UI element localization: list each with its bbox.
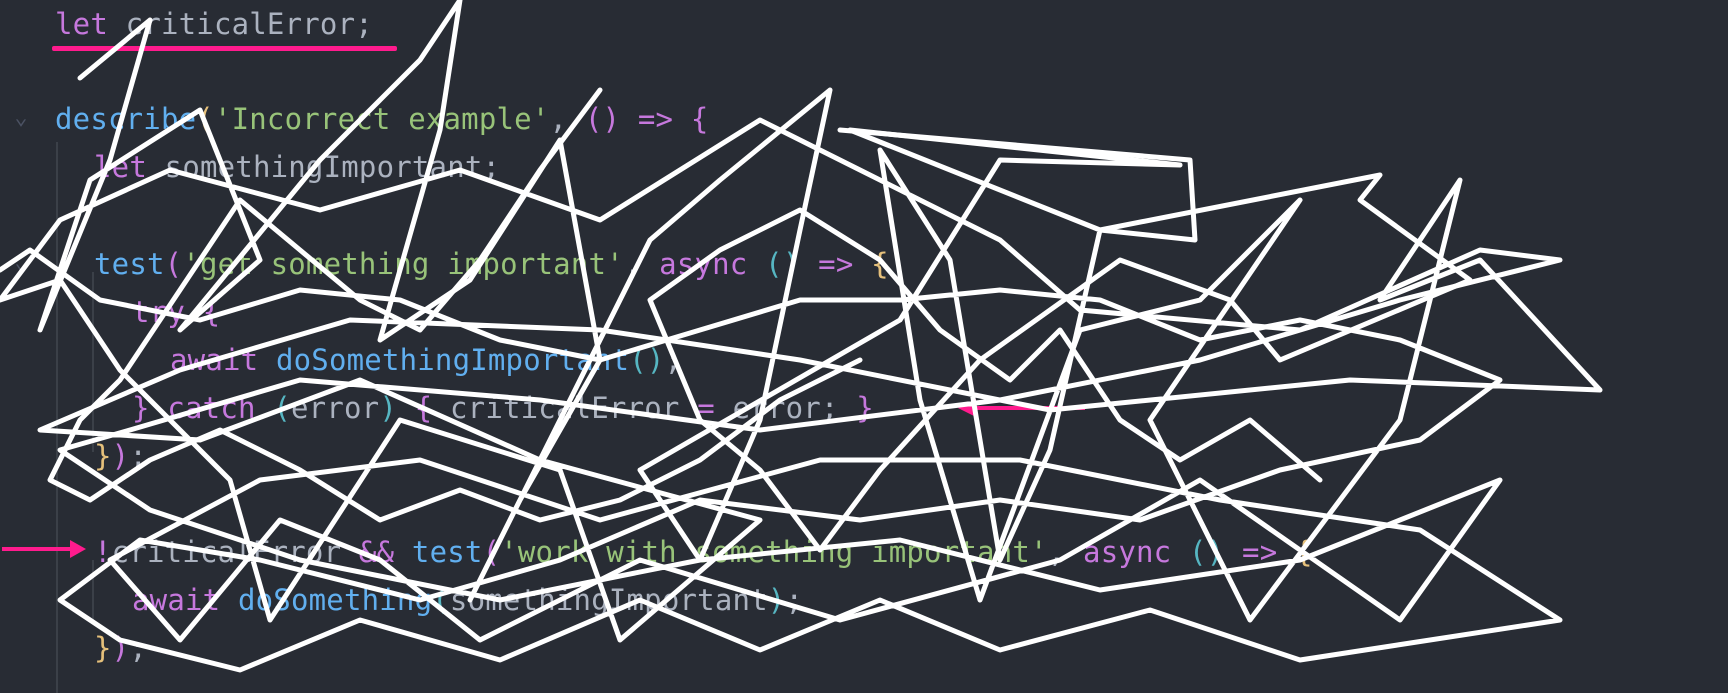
arrow-catch-annotation-icon <box>958 399 1085 417</box>
arrow-left-annotation-icon <box>2 540 86 558</box>
